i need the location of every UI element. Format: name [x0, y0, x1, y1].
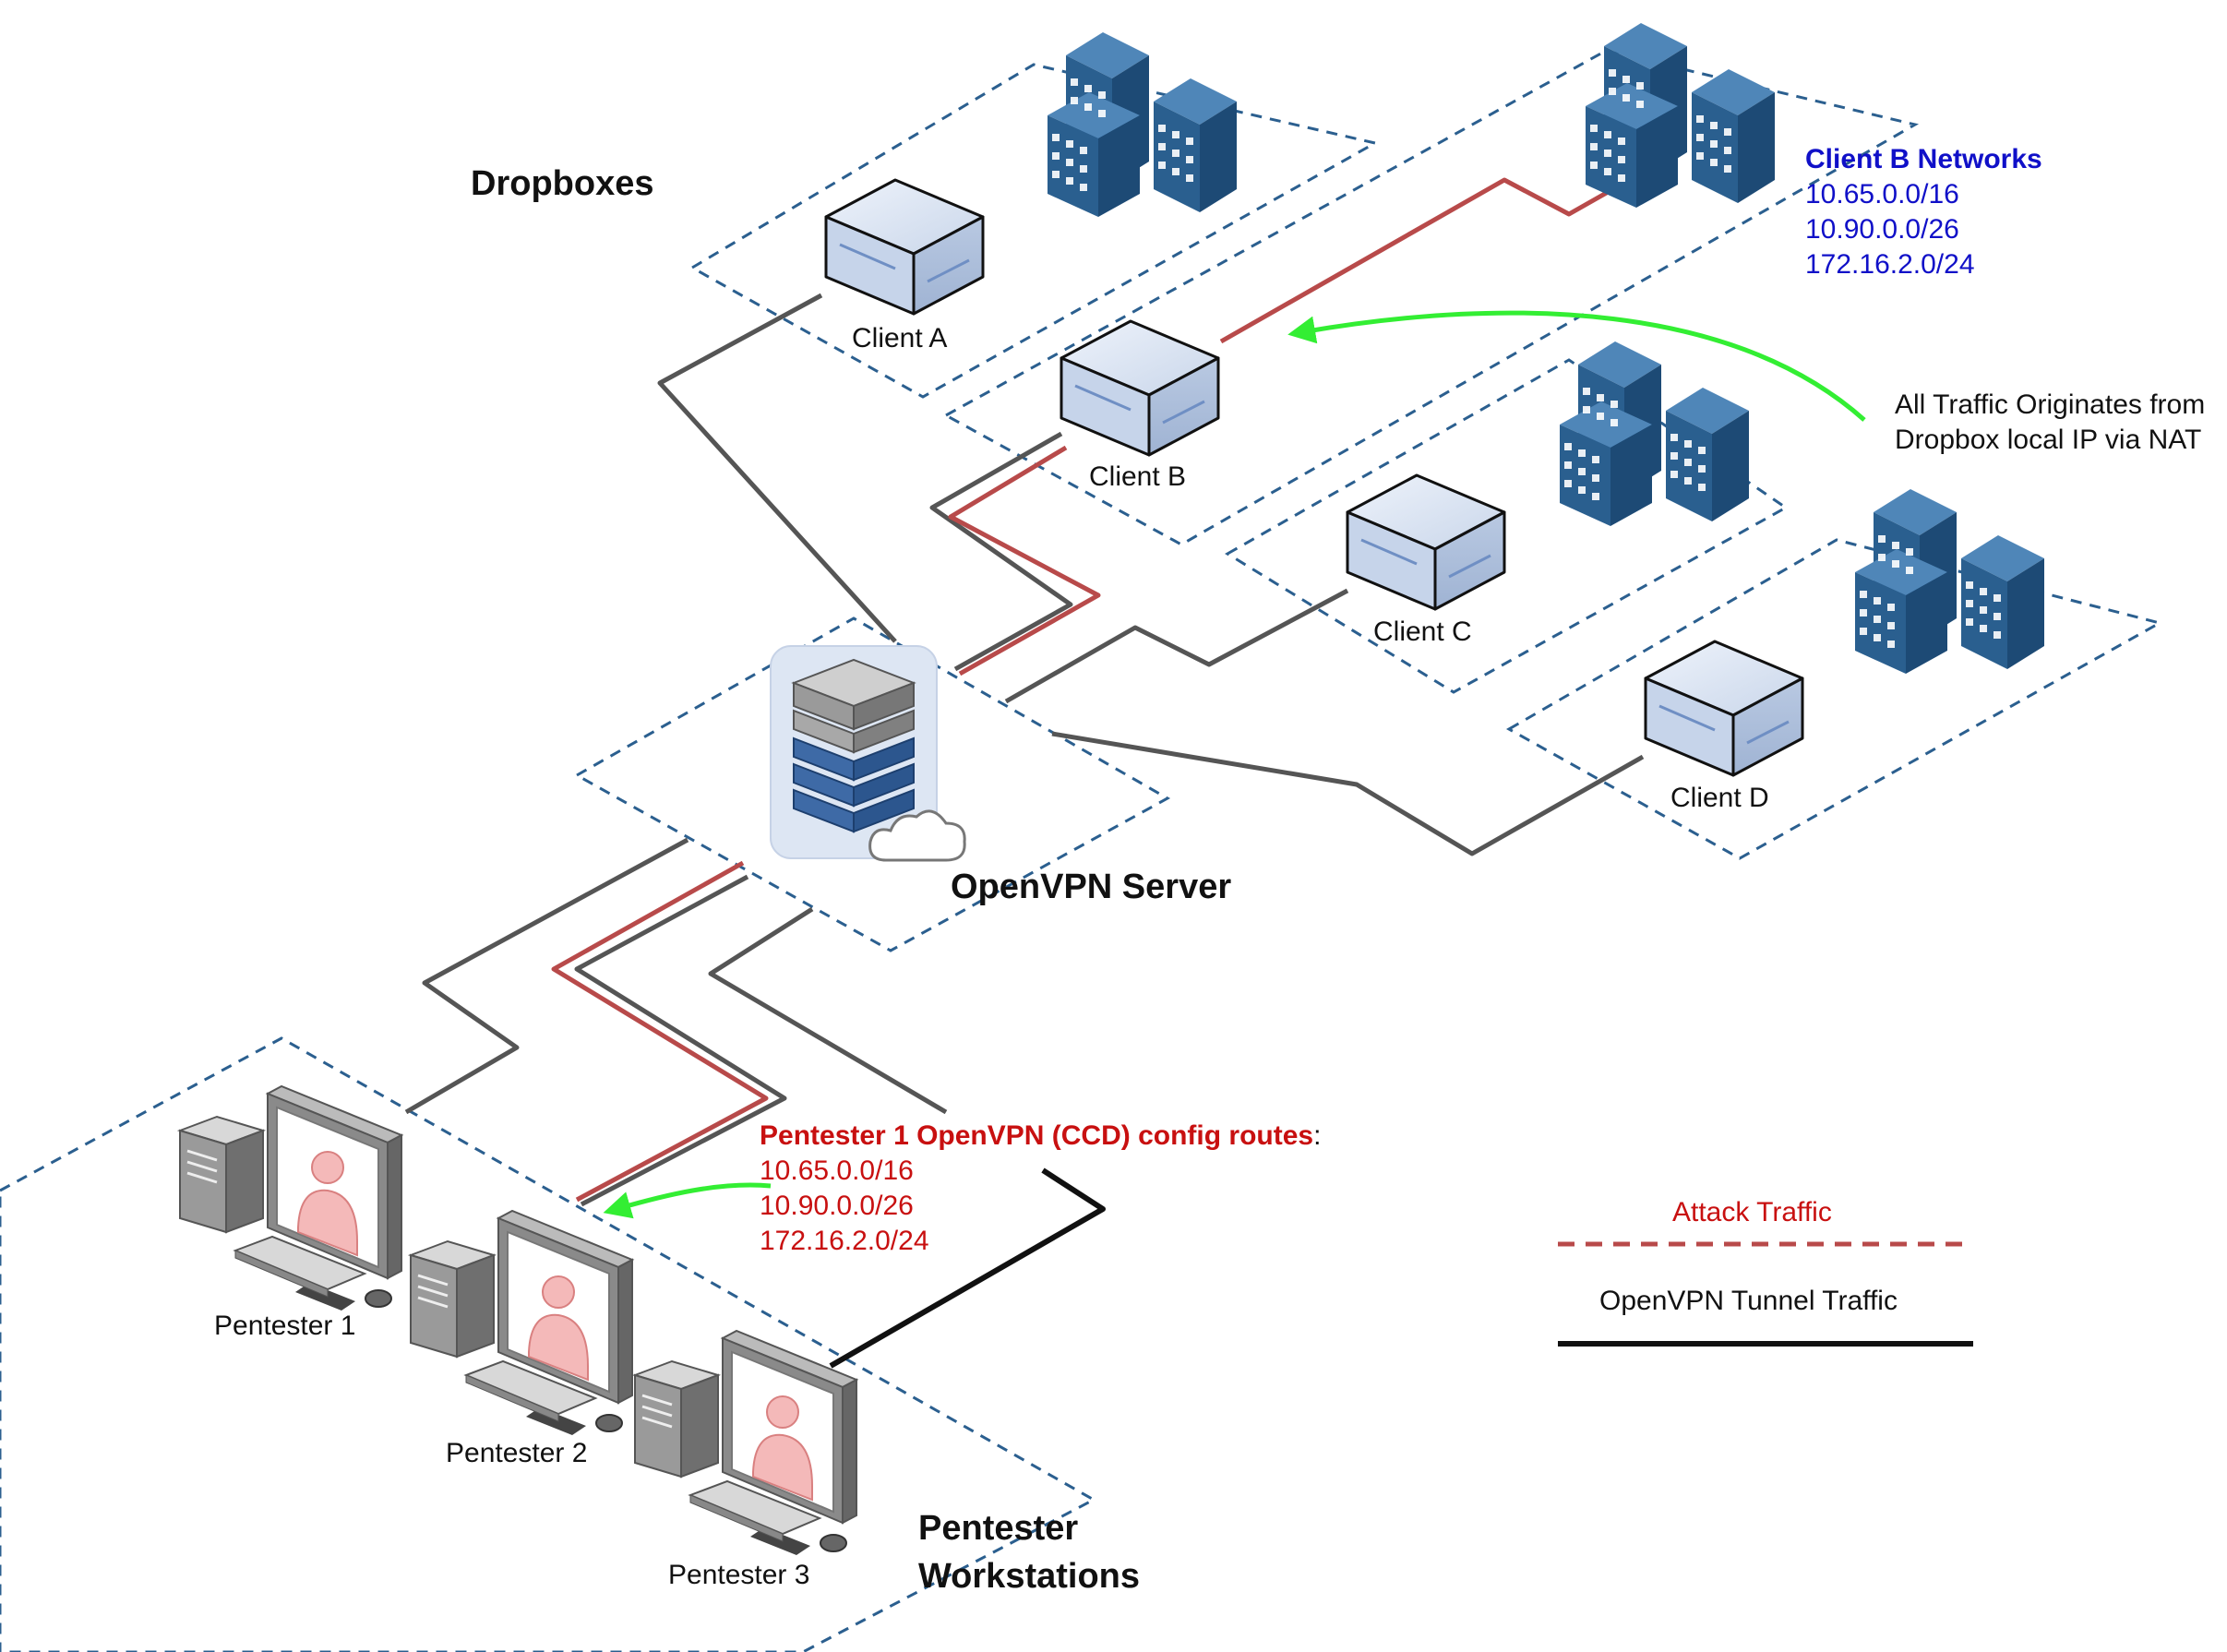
zone-dropbox-b [942, 49, 1920, 546]
title-pentester-workstations: Pentester Workstations [918, 1504, 1140, 1600]
tunnel-line-client-a [657, 293, 897, 643]
label-pentester-2: Pentester 2 [446, 1438, 588, 1468]
label-pentester-3: Pentester 3 [668, 1560, 810, 1590]
attack-line-server-to-p1 [551, 860, 769, 1203]
ccd-route-1: 10.65.0.0/16 [760, 1155, 914, 1186]
nat-note-line1: All Traffic Originates from [1895, 389, 2206, 420]
zone-openvpn-server [573, 617, 1171, 952]
attack-line-b-to-networks [1219, 177, 1626, 344]
label-client-b: Client B [1089, 461, 1187, 492]
legend-attack-label: Attack Traffic [1672, 1197, 1832, 1227]
dropbox-client-d [1644, 640, 1804, 777]
client-b-route-3: 172.16.2.0/24 [1805, 249, 1975, 280]
building-cluster-client-a [1048, 32, 1237, 217]
title-workstations-line2: Workstations [918, 1557, 1141, 1596]
ccd-note-heading: Pentester 1 OpenVPN (CCD) config routes [760, 1120, 1314, 1151]
building-cluster-client-d [1855, 489, 2044, 674]
tunnel-line-pentester-1 [404, 837, 689, 1115]
workstation-pentester-1 [178, 1084, 403, 1312]
nat-note: All Traffic Originates from Dropbox loca… [1895, 388, 2205, 458]
nat-note-line2: Dropbox local IP via NAT [1895, 425, 2202, 455]
client-b-networks-heading: Client B Networks [1805, 144, 2042, 174]
legend-tunnel-label: OpenVPN Tunnel Traffic [1599, 1286, 1898, 1316]
openvpn-server-icon [770, 645, 966, 862]
label-client-c: Client C [1373, 617, 1472, 647]
zone-dropbox-c [1225, 358, 1789, 694]
ccd-route-3: 172.16.2.0/24 [760, 1226, 929, 1256]
title-dropboxes: Dropboxes [471, 164, 654, 203]
green-arrow-nat [1287, 310, 1866, 422]
dropbox-client-a [824, 178, 985, 316]
tunnel-line-client-c [1004, 588, 1349, 704]
zone-pentester-workstations [0, 1036, 1097, 1652]
label-client-d: Client D [1670, 783, 1769, 813]
tunnel-line-client-d [1051, 731, 1645, 856]
ccd-route-2: 10.90.0.0/26 [760, 1191, 914, 1221]
building-cluster-client-c [1560, 341, 1749, 526]
title-openvpn-server: OpenVPN Server [951, 868, 1232, 906]
workstation-pentester-3 [633, 1329, 858, 1557]
label-client-a: Client A [852, 323, 948, 353]
attack-line-b-to-server [948, 445, 1101, 676]
zone-dropbox-d [1505, 538, 2163, 860]
green-arrow-ccd [603, 1182, 772, 1219]
dropbox-client-c [1346, 473, 1506, 611]
ccd-note-colon: : [1313, 1120, 1322, 1151]
title-workstations-line1: Pentester [918, 1509, 1079, 1548]
tunnel-line-pentester-3-black [829, 1167, 1106, 1369]
client-b-route-2: 10.90.0.0/26 [1805, 214, 1959, 245]
dropbox-client-b [1060, 319, 1220, 457]
ccd-note: Pentester 1 OpenVPN (CCD) config routes:… [760, 1119, 1321, 1259]
tunnel-line-pentester-2 [574, 874, 787, 1207]
tunnel-line-pentester-3 [708, 906, 948, 1115]
zone-dropbox-a [688, 63, 1380, 399]
client-b-networks: Client B Networks 10.65.0.0/16 10.90.0.0… [1805, 142, 2042, 282]
workstation-pentester-2 [409, 1209, 634, 1437]
client-b-route-1: 10.65.0.0/16 [1805, 179, 1959, 209]
building-cluster-client-b [1586, 23, 1775, 208]
label-pentester-1: Pentester 1 [214, 1311, 356, 1341]
tunnel-line-client-b [929, 431, 1073, 672]
